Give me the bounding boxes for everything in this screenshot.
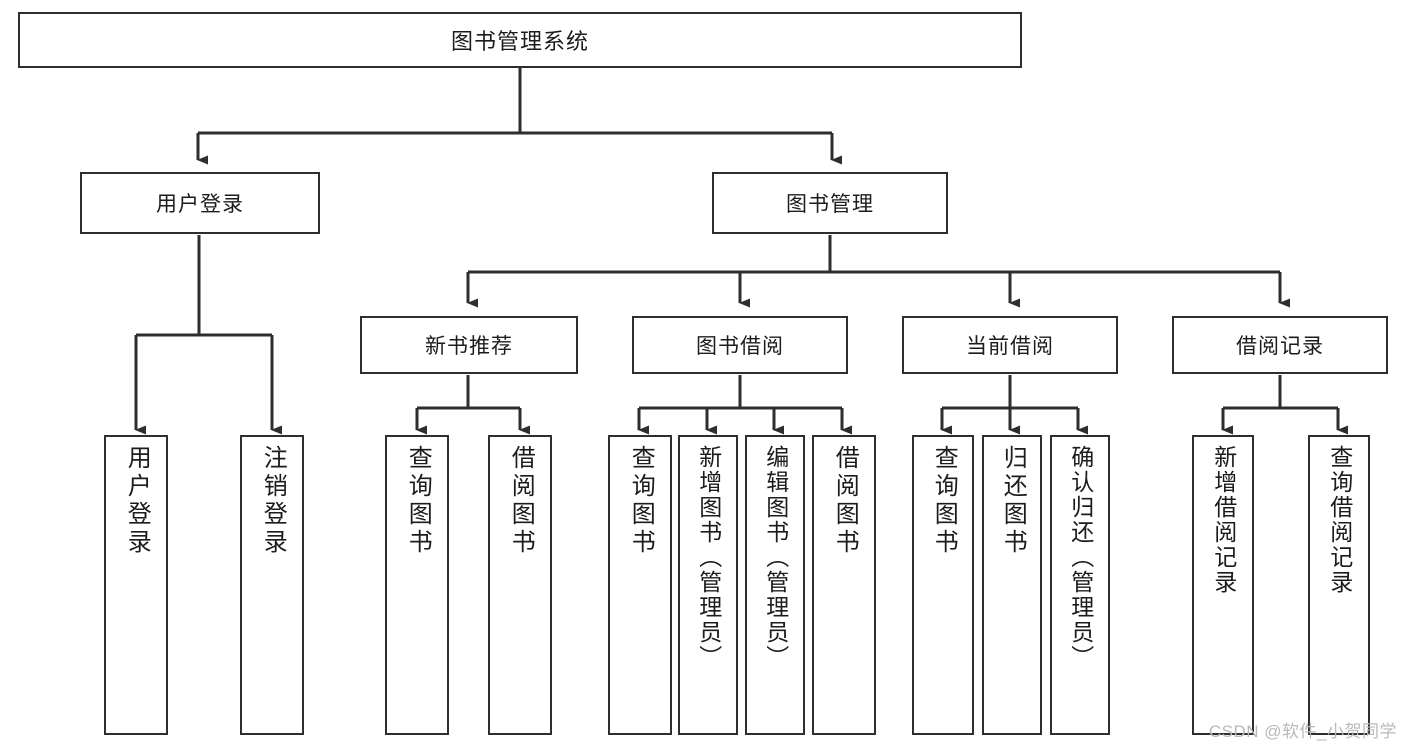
leaf-borrow-book[interactable]: 借阅图书 — [812, 435, 876, 735]
leaf-newbook-borrow-book-label: 借阅图书 — [507, 445, 535, 557]
leaf-query-borrow-record[interactable]: 查询借阅记录 — [1308, 435, 1370, 735]
leaf-add-book-admin[interactable]: 新增图书（管理员） — [678, 435, 738, 735]
leaf-confirm-return-admin-label: 确认归还（管理员） — [1067, 445, 1094, 670]
leaf-confirm-return-admin[interactable]: 确认归还（管理员） — [1050, 435, 1110, 735]
leaf-borrow-book-label: 借阅图书 — [831, 445, 859, 557]
node-root[interactable]: 图书管理系统 — [18, 12, 1022, 68]
leaf-return-book[interactable]: 归还图书 — [982, 435, 1042, 735]
node-borrow-record-label: 借阅记录 — [1236, 335, 1324, 358]
node-book-manage[interactable]: 图书管理 — [712, 172, 948, 234]
leaf-add-book-admin-label: 新增图书（管理员） — [695, 445, 722, 670]
leaf-edit-book-admin-label: 编辑图书（管理员） — [762, 445, 789, 670]
node-book-manage-label: 图书管理 — [786, 193, 874, 216]
leaf-borrow-query-book[interactable]: 查询图书 — [608, 435, 672, 735]
node-new-book-recommend-label: 新书推荐 — [425, 335, 513, 358]
node-user-login[interactable]: 用户登录 — [80, 172, 320, 234]
node-book-borrow-label: 图书借阅 — [696, 335, 784, 358]
leaf-newbook-query-book[interactable]: 查询图书 — [385, 435, 449, 735]
leaf-logout-label: 注销登录 — [259, 445, 287, 557]
leaf-query-borrow-record-label: 查询借阅记录 — [1326, 445, 1353, 595]
leaf-user-login-label: 用户登录 — [123, 445, 151, 557]
leaf-edit-book-admin[interactable]: 编辑图书（管理员） — [745, 435, 805, 735]
node-current-borrow-label: 当前借阅 — [966, 335, 1054, 358]
node-user-login-label: 用户登录 — [156, 193, 244, 216]
node-book-borrow[interactable]: 图书借阅 — [632, 316, 848, 374]
leaf-return-book-label: 归还图书 — [999, 445, 1027, 557]
leaf-borrow-query-book-label: 查询图书 — [627, 445, 655, 557]
leaf-current-query-book-label: 查询图书 — [930, 445, 958, 557]
node-current-borrow[interactable]: 当前借阅 — [902, 316, 1118, 374]
leaf-newbook-borrow-book[interactable]: 借阅图书 — [488, 435, 552, 735]
leaf-add-borrow-record-label: 新增借阅记录 — [1210, 445, 1237, 595]
leaf-logout[interactable]: 注销登录 — [240, 435, 304, 735]
node-borrow-record[interactable]: 借阅记录 — [1172, 316, 1388, 374]
node-root-label: 图书管理系统 — [450, 29, 589, 54]
leaf-newbook-query-book-label: 查询图书 — [404, 445, 432, 557]
node-new-book-recommend[interactable]: 新书推荐 — [360, 316, 578, 374]
leaf-current-query-book[interactable]: 查询图书 — [912, 435, 974, 735]
leaf-add-borrow-record[interactable]: 新增借阅记录 — [1192, 435, 1254, 735]
leaf-user-login[interactable]: 用户登录 — [104, 435, 168, 735]
